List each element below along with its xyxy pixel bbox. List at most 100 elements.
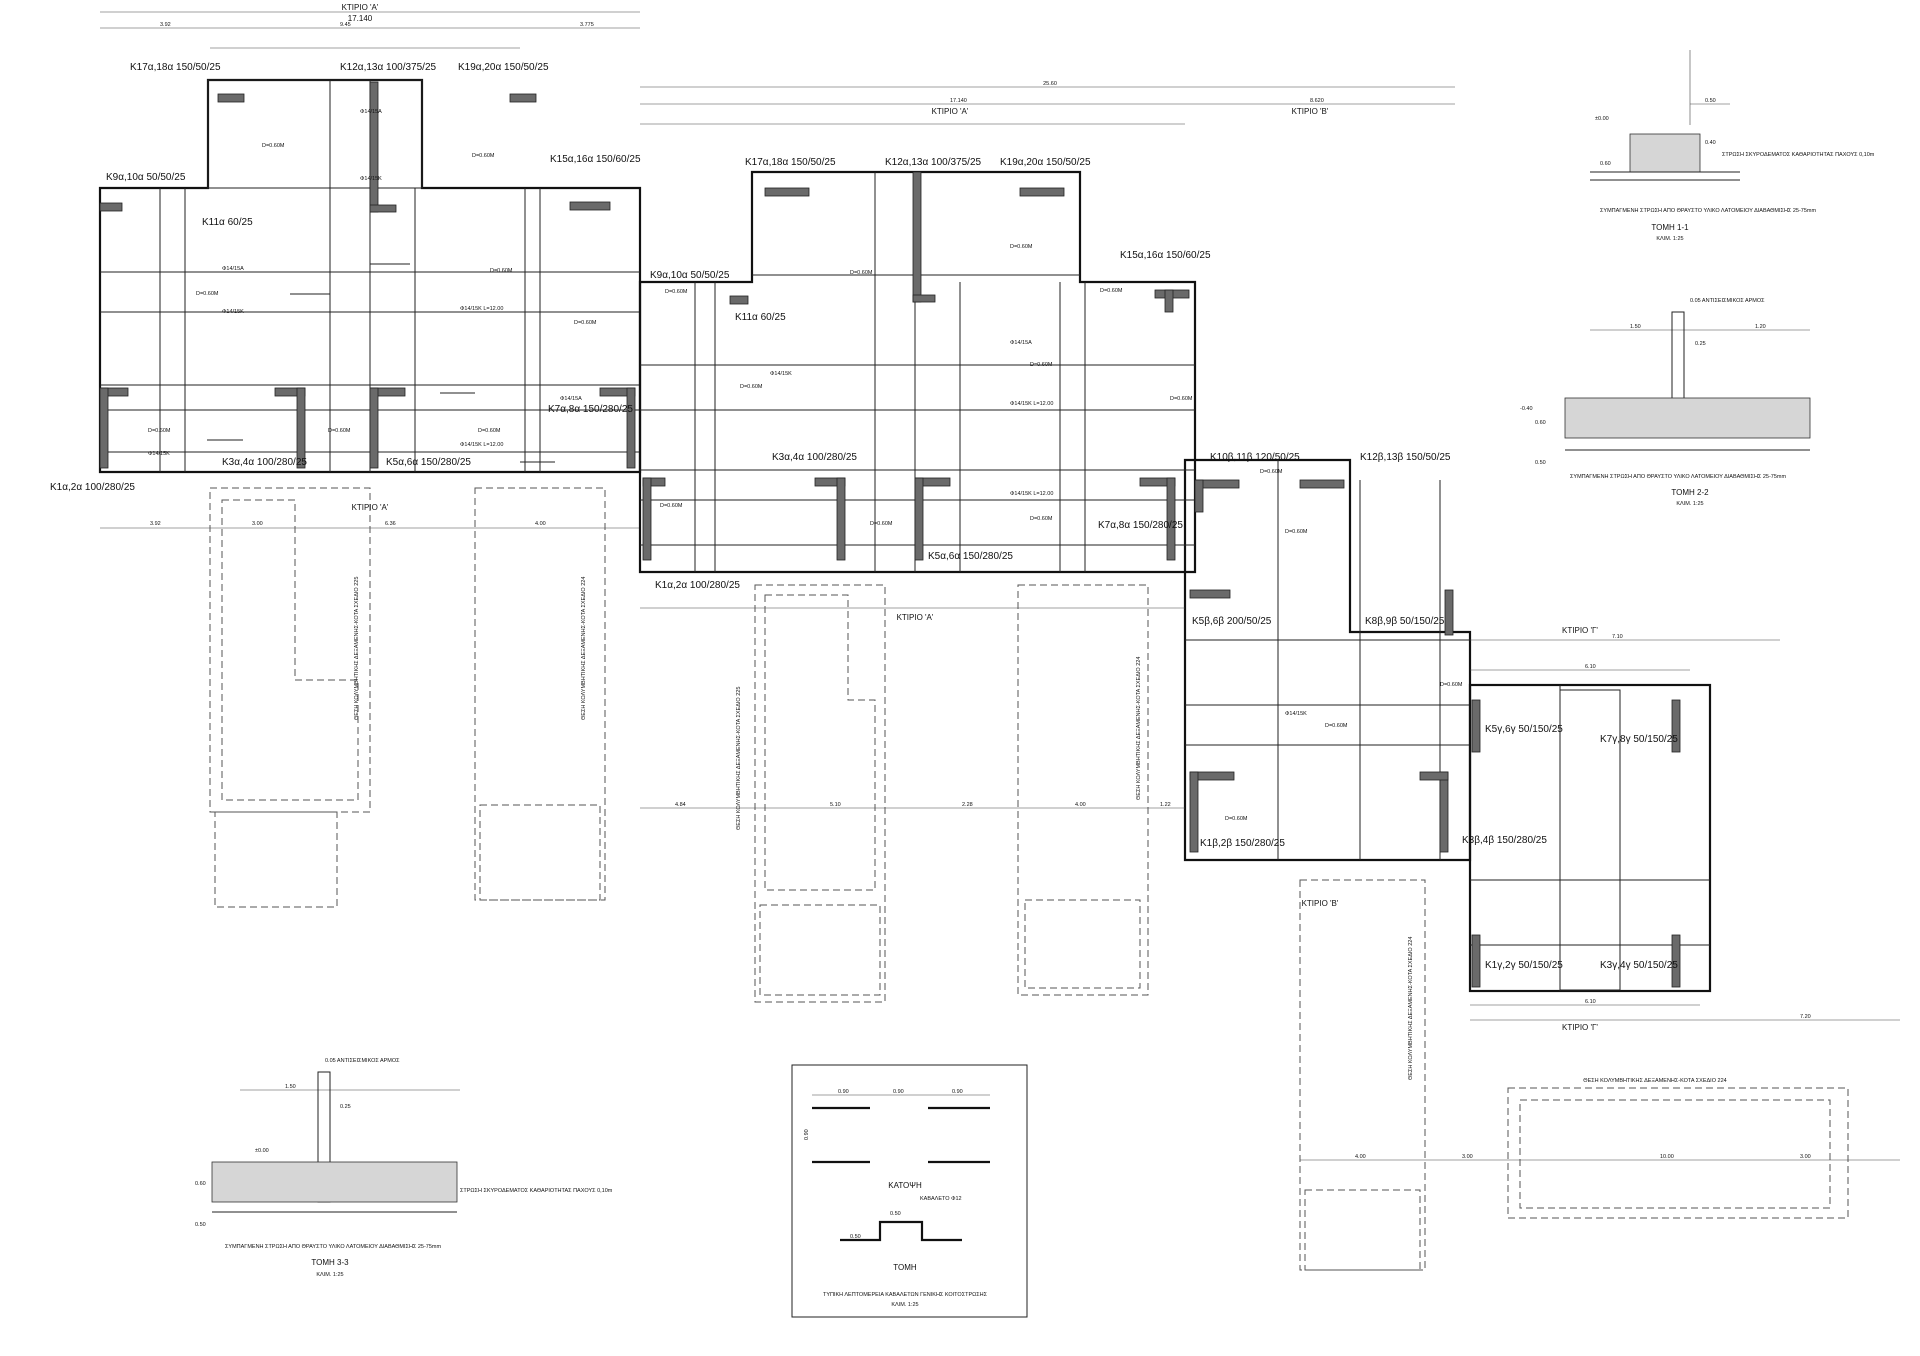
tag-rebar-a-2: Φ14/15A <box>360 109 382 115</box>
center-tank-1 <box>754 584 886 1003</box>
label-k15-16a: Κ15α,16α 150/60/25 <box>550 154 641 165</box>
column-k19a <box>509 93 537 103</box>
right-dim-2: 6.10 <box>1585 664 1596 670</box>
right-plan-outline <box>1468 683 1712 993</box>
tag-d060-7: D=0.60M <box>328 428 351 434</box>
center-building-a-title: ΚΤΙΡΙΟ 'Α' <box>932 107 969 116</box>
detail-dim-4: 0.90 <box>804 1129 810 1140</box>
label-k7-8a: Κ7α,8α 150/280/25 <box>548 404 633 415</box>
detail-dim-2: 0.90 <box>893 1089 904 1095</box>
s22-dim-5: 0.50 <box>1535 460 1546 466</box>
label-k1-2a: Κ1α,2α 100/280/25 <box>50 482 135 493</box>
column-k1a-web <box>99 387 109 469</box>
center-tank-1-label: ΘΕΣΗ ΚΟΛΥΜΒΗΤΙΚΗΣ ΔΕΞΑΜΕΝΗΣ-ΚΟΤΑ ΣΧΕΔΙΟ … <box>736 687 742 830</box>
column-k3b <box>1439 771 1449 853</box>
tag-rebar-a-3: Φ14/15A <box>560 396 582 402</box>
left-tank-1-lower <box>214 811 338 908</box>
column-k3a-web <box>296 387 306 469</box>
right-tank-dim-1: 4.00 <box>1355 1154 1366 1160</box>
left-upper-block <box>207 79 423 189</box>
tag-d060-2: D=0.60M <box>472 153 495 159</box>
s22-dim-3: 0.25 <box>1695 341 1706 347</box>
label-k3-4a: Κ3α,4α 100/280/25 <box>222 457 307 468</box>
s11-dim-1: 0.50 <box>1705 98 1716 104</box>
left-top-total-dim: 17.140 <box>348 14 373 23</box>
detail-dim-5: 0.50 <box>890 1211 901 1217</box>
detail-scale: ΚΛΙΜ. 1:25 <box>891 1302 918 1308</box>
section-2-2: 0.05 ΑΝΤΙΣΕΙΣΜΙΚΟΣ ΑΡΜΟΣ 1.50 1.20 0.25 … <box>1520 298 1811 507</box>
tag-c-rebar-k: Φ14/15K <box>770 371 792 377</box>
center-bottom-dim-2: 5.10 <box>830 802 841 808</box>
detail-plan-title: ΚΑΤΟΨΗ <box>888 1181 922 1190</box>
label-k5-6g: Κ5γ,6γ 50/150/25 <box>1485 724 1563 735</box>
building-b-tank <box>1299 879 1426 1271</box>
label-k5-6a: Κ5α,6α 150/280/25 <box>386 457 471 468</box>
right-tank-label: ΘΕΣΗ ΚΟΛΥΜΒΗΤΙΚΗΣ ΔΕΞΑΜΕΝΗΣ-ΚΟΤΑ ΣΧΕΔΙΟ … <box>1583 1078 1726 1084</box>
center-bottom-dim-4: 4.00 <box>1075 802 1086 808</box>
label-c-k3-4a: Κ3α,4α 100/280/25 <box>772 452 857 463</box>
right-dim-3: 6.10 <box>1585 999 1596 1005</box>
s11-note-2: ΣΥΜΠΑΓΜΕΝΗ ΣΤΡΩΣΗ ΑΠΟ ΘΡΑΥΣΤΟ ΥΛΙΚΟ ΛΑΤΟ… <box>1600 208 1816 214</box>
left-bottom-dim-2: 3.00 <box>252 521 263 527</box>
label-k5-6b: Κ5β,6β 200/50/25 <box>1192 616 1272 627</box>
center-bottom-dim-1: 4.84 <box>675 802 686 808</box>
column-k5a-web <box>369 387 379 469</box>
column-c-k12a <box>912 171 922 303</box>
column-k15a <box>569 201 611 211</box>
s11-title: ΤΟΜΗ 1-1 <box>1651 223 1689 232</box>
right-dim-4: 7.20 <box>1800 1014 1811 1020</box>
detail-dim-6: 0.50 <box>850 1234 861 1240</box>
s11-dim-3: 0.60 <box>1600 161 1611 167</box>
tag-c-d060-1: D=0.60M <box>665 289 688 295</box>
right-tank-dim-3: 10.00 <box>1660 1154 1674 1160</box>
label-k3-4g: Κ3γ,4γ 50/150/25 <box>1600 960 1678 971</box>
tag-c-rebar-a: Φ14/15A <box>1010 340 1032 346</box>
s22-slab <box>1564 397 1811 439</box>
label-c-k12-13a: Κ12α,13α 100/375/25 <box>885 157 982 168</box>
label-k12-13b: Κ12β,13β 150/50/25 <box>1360 452 1451 463</box>
tag-c-d060-5: D=0.60M <box>740 384 763 390</box>
s22-joint: 0.05 ΑΝΤΙΣΕΙΣΜΙΚΟΣ ΑΡΜΟΣ <box>1690 298 1765 304</box>
building-g-title: ΚΤΙΡΙΟ 'Γ' <box>1562 626 1598 635</box>
tag-d060-3: D=0.60M <box>196 291 219 297</box>
label-c-k9-10a: Κ9α,10α 50/50/25 <box>650 270 730 281</box>
right-tank-dim-4: 3.00 <box>1800 1154 1811 1160</box>
center-top-part-1: 17.140 <box>950 98 967 104</box>
s11-dim-2: 0.40 <box>1705 140 1716 146</box>
center-bottom-dim-3: 2.28 <box>962 802 973 808</box>
column-k12a-arm <box>369 204 397 213</box>
building-b-bottom-title: ΚΤΙΡΙΟ 'Β' <box>1302 899 1339 908</box>
detail-caption: ΤΥΠΙΚΗ ΛΕΠΤΟΜΕΡΕΙΑ ΚΑΒΑΛΕΤΩΝ ΓΕΝΙΚΗΣ ΚΟΙ… <box>823 1292 988 1298</box>
s33-scale: ΚΛΙΜ. 1:25 <box>316 1272 343 1278</box>
label-c-k11a: Κ11α 60/25 <box>735 312 786 323</box>
s11-level: ±0.00 <box>1595 116 1609 122</box>
column-k7a-web <box>626 387 636 469</box>
left-dim-part-1: 3.92 <box>160 22 171 28</box>
left-dim-part-2: 9.45 <box>340 22 351 28</box>
label-k1-2b: Κ1β,2β 150/280/25 <box>1200 838 1285 849</box>
tag-c-d060-6: D=0.60M <box>1030 362 1053 368</box>
s22-dim-4: 0.60 <box>1535 420 1546 426</box>
building-b-tank-label: ΘΕΣΗ ΚΟΛΥΜΒΗΤΙΚΗΣ ΔΕΞΑΜΕΝΗΣ-ΚΟΤΑ ΣΧΕΔΙΟ … <box>1408 937 1414 1080</box>
center-bottom-dim-5: 1.22 <box>1160 802 1171 808</box>
tag-d060-6: D=0.60M <box>148 428 171 434</box>
left-tank-1-label: ΘΕΣΗ ΚΟΛΥΜΒΗΤΙΚΗΣ ΔΕΞΑΜΕΝΗΣ-ΚΟΤΑ ΣΧΕΔΙΟ … <box>354 577 360 720</box>
label-k11a: Κ11α 60/25 <box>202 217 253 228</box>
s33-dim-3: 0.60 <box>195 1181 206 1187</box>
right-foundation-plan: ΚΤΙΡΙΟ 'Γ' 7.10 6.10 Κ5γ,6γ 50/150/25 Κ7… <box>1300 626 1900 1219</box>
left-tank-1 <box>209 487 371 813</box>
section-1-1: 0.50 ±0.00 0.40 0.60 ΣΤΡΩΣΗ ΣΚΥΡΟΔΕΜΑΤΟΣ… <box>1590 50 1875 242</box>
center-top-part-2: 8.620 <box>1310 98 1324 104</box>
label-c-k17-18a: Κ17α,18α 150/50/25 <box>745 157 836 168</box>
left-tank-2 <box>474 487 606 901</box>
column-k12b <box>1299 479 1345 489</box>
label-k3-4b: Κ3β,4β 150/280/25 <box>1462 835 1547 846</box>
s33-dim-1: 1.50 <box>285 1084 296 1090</box>
s33-level: ±0.00 <box>255 1148 269 1154</box>
s22-title: ΤΟΜΗ 2-2 <box>1671 488 1709 497</box>
center-tank-2-label: ΘΕΣΗ ΚΟΛΥΜΒΗΤΙΚΗΣ ΔΕΞΑΜΕΝΗΣ-ΚΟΤΑ ΣΧΕΔΙΟ … <box>1136 657 1142 800</box>
s33-slab <box>211 1161 458 1203</box>
left-bottom-dim-3: 6.36 <box>385 521 396 527</box>
tag-c-rebar-long: Φ14/15K L=12.00 <box>1010 401 1053 407</box>
